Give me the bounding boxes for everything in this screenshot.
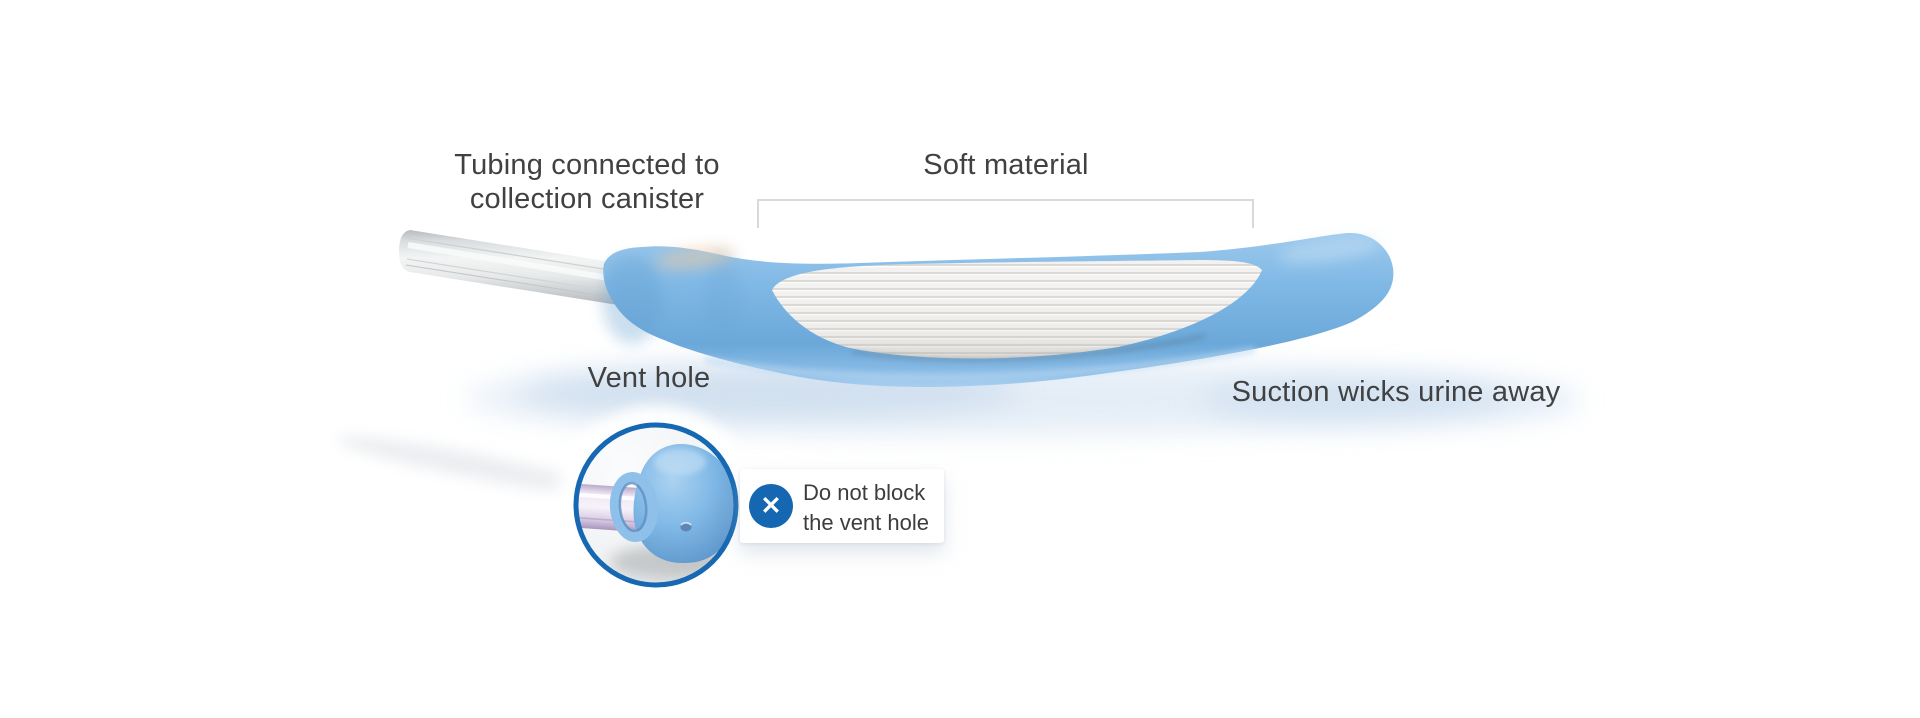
suction-tube xyxy=(399,230,618,305)
label-tubing: Tubing connected to collection canister xyxy=(454,149,720,215)
label-vent-hole: Vent hole xyxy=(587,362,711,394)
inset-bulb xyxy=(633,444,736,564)
vent-hole xyxy=(680,521,692,532)
device-shadow xyxy=(337,362,1580,494)
vent-hole-inset xyxy=(573,422,739,588)
x-circle-icon: ✕ xyxy=(749,484,793,528)
callout-text: Do not block the vent hole xyxy=(803,480,929,535)
vent-warning-callout: ✕ Do not block the vent hole xyxy=(740,469,944,543)
pad-seam xyxy=(851,335,1206,361)
tube-shadow xyxy=(337,436,603,494)
collar-warm-highlight xyxy=(655,246,735,270)
inset-border-circle xyxy=(573,422,739,588)
soft-material-bracket xyxy=(757,199,1254,228)
label-suction: Suction wicks urine away xyxy=(1231,376,1561,408)
inset-cuff xyxy=(609,472,659,542)
label-soft-material: Soft material xyxy=(923,149,1089,181)
wick-pad xyxy=(772,260,1262,361)
